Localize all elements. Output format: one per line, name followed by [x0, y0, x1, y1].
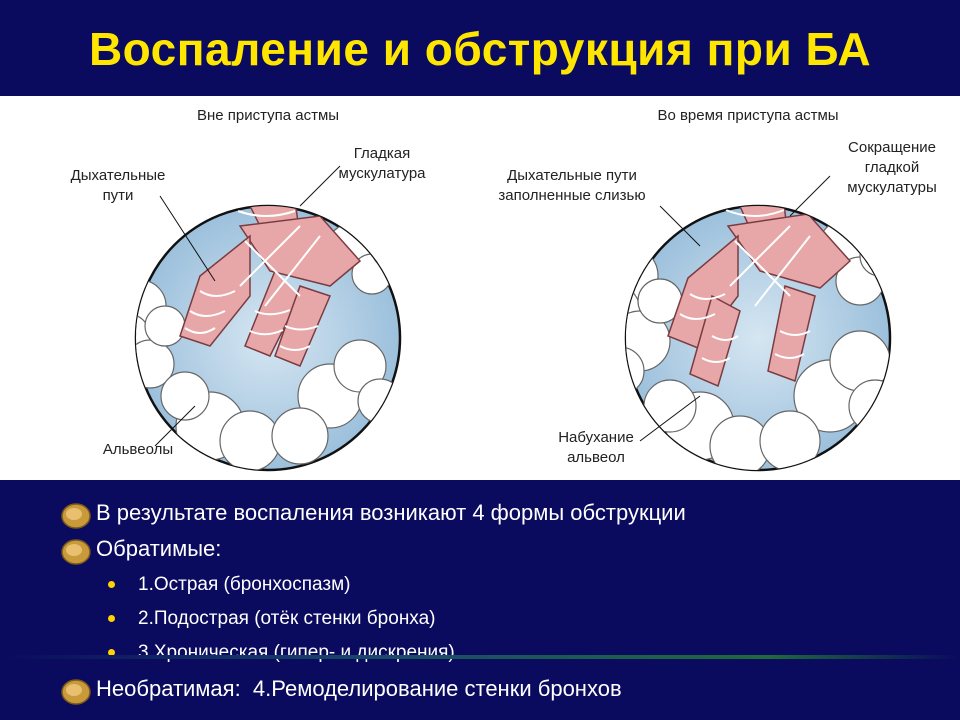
illustration-svg: Вне приступа астмы	[71, 107, 937, 472]
right-pointers	[639, 175, 831, 442]
left-muscle-rings	[184, 210, 321, 351]
left-label-alveoli: Альвеолы	[103, 441, 173, 458]
right-label-airways-1: Дыхательные пути	[507, 167, 637, 184]
left-pointers	[154, 165, 341, 447]
slide-title: Воспаление и обструкция при БА	[88, 23, 872, 75]
right-label-airways-2: заполненные слизью	[498, 187, 645, 204]
sub-bullet-text-chronic: 3.Хроническая (гипер- и дискрения)	[138, 642, 455, 663]
left-panel-diagram: Вне приступа астмы	[71, 107, 426, 472]
title-bar: Воспаление и обструкция при БА	[0, 0, 960, 96]
left-label-muscle-1: Гладкая	[354, 145, 410, 162]
left-label-airways-1: Дыхательные	[71, 167, 166, 184]
gold-coin-icon	[61, 539, 91, 565]
yellow-dot-icon	[108, 581, 115, 588]
sub-bullet-text-subacute: 2.Подострая (отёк стенки бронха)	[138, 608, 436, 629]
gold-coin-icon	[61, 679, 91, 705]
asthma-illustration: Вне приступа астмы	[0, 96, 960, 480]
right-label-contraction-3: мускулатуры	[847, 179, 936, 196]
bullet-text-reversible: Обратимые:	[96, 536, 222, 561]
right-label-contraction-1: Сокращение	[848, 139, 936, 156]
bullet-text-irreversible: Необратимая: 4.Ремоделирование стенки бр…	[96, 676, 622, 701]
left-label-airways-2: пути	[103, 187, 134, 204]
right-muscle-rings	[679, 209, 811, 363]
right-label-swelling-2: альвеол	[567, 449, 625, 466]
yellow-dot-icon	[108, 615, 115, 622]
yellow-dot-icon	[108, 649, 115, 656]
gold-coin-icon	[61, 503, 91, 529]
right-label-swelling-1: Набухание	[558, 429, 634, 446]
bullet-text-forms: В результате воспаления возникают 4 форм…	[96, 500, 686, 525]
left-caption: Вне приступа астмы	[197, 107, 339, 124]
right-label-contraction-2: гладкой	[865, 159, 919, 176]
right-caption: Во время приступа астмы	[657, 107, 838, 124]
right-panel-diagram: Во время приступа астмы	[498, 107, 937, 472]
sub-bullet-text-acute: 1.Острая (бронхоспазм)	[138, 574, 351, 595]
bullet-list: В результате воспаления возникают 4 форм…	[0, 480, 960, 720]
left-alveoli	[136, 223, 400, 470]
divider-line	[0, 655, 960, 659]
right-bronchus	[667, 206, 852, 388]
left-label-muscle-2: мускулатура	[338, 165, 426, 182]
